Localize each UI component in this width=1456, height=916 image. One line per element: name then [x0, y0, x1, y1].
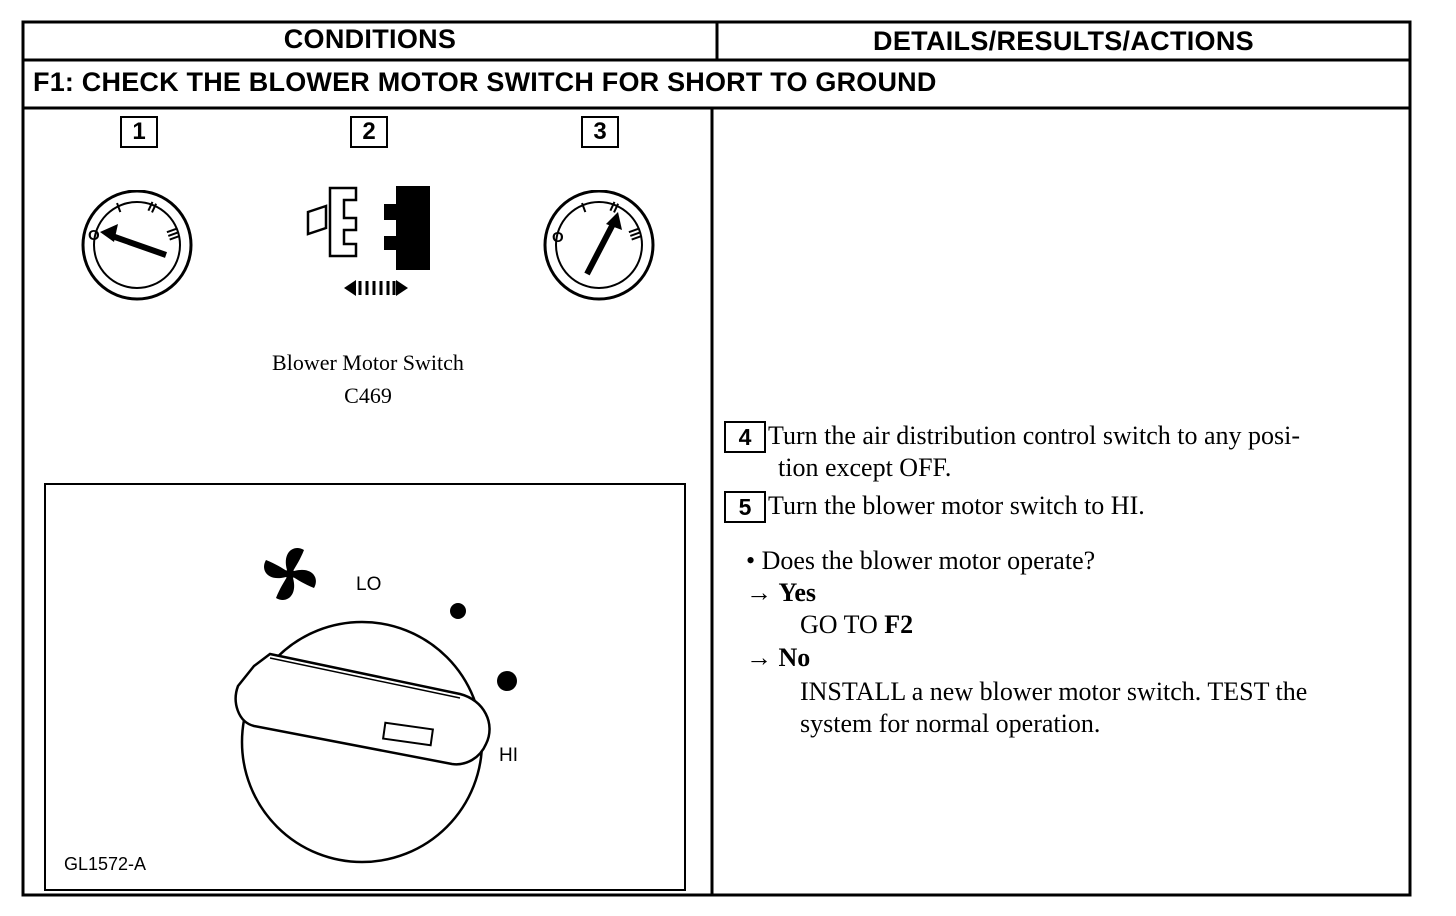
step-4-line-1: Turn the air distribution control switch…	[768, 421, 1300, 450]
yes-branch: → Yes	[746, 577, 816, 609]
no-arrow-icon: →	[746, 643, 772, 672]
yes-action-target: F2	[884, 610, 914, 639]
blower-knob	[234, 620, 491, 864]
step-4-number: 4	[724, 421, 766, 453]
step-4-line-2: tion except OFF.	[778, 453, 952, 482]
knob-hi-label: HI	[499, 745, 518, 766]
dial3-mark-3: III	[625, 226, 644, 242]
speed-dot-large-icon	[497, 671, 517, 691]
column-header-conditions: CONDITIONS	[283, 24, 457, 54]
step-label-1: 1	[120, 116, 158, 148]
knob-lo-label: LO	[356, 574, 381, 595]
no-action: INSTALL a new blower motor switch. TEST …	[800, 676, 1307, 740]
dial1-mark-3: III	[163, 226, 182, 242]
dial1-mark-o: O	[88, 227, 100, 244]
dial3-mark-o: O	[552, 229, 564, 246]
no-action-line-1: INSTALL a new blower motor switch. TEST …	[800, 677, 1308, 706]
speed-dot-small-icon	[450, 603, 466, 619]
yes-arrow-icon: →	[746, 578, 772, 607]
yes-label: Yes	[778, 578, 817, 607]
connector-caption-code: C469	[344, 383, 392, 408]
test-title: F1: CHECK THE BLOWER MOTOR SWITCH FOR SH…	[33, 67, 937, 97]
connector-c469-icon	[306, 186, 430, 296]
illustration-code: GL1572-A	[64, 854, 146, 874]
dial3-mark-1: I	[579, 199, 588, 215]
blower-knob-illustration: LO HI GL1572-A	[44, 483, 686, 891]
connector-caption: Blower Motor Switch C469	[218, 346, 518, 412]
step-label-3: 3	[581, 116, 619, 148]
dial1-mark-1: I	[114, 199, 123, 215]
yes-action-prefix: GO TO	[800, 610, 885, 639]
no-branch: → No	[746, 642, 810, 674]
column-header-details: DETAILS/RESULTS/ACTIONS	[873, 26, 1254, 56]
step-label-2: 2	[350, 116, 388, 148]
no-label: No	[778, 643, 811, 672]
no-action-line-2: system for normal operation.	[800, 709, 1101, 738]
step-4-text: Turn the air distribution control switch…	[768, 420, 1388, 484]
dial-off-position-icon: O I II III	[81, 190, 193, 301]
fan-icon	[264, 548, 316, 600]
question-text: • Does the blower motor operate?	[746, 546, 1096, 575]
step-5-number: 5	[724, 491, 766, 523]
step-5-text: Turn the blower motor switch to HI.	[768, 491, 1145, 520]
yes-action: GO TO F2	[800, 609, 913, 641]
dial-high-position-icon: O I II III	[543, 190, 655, 301]
connector-caption-name: Blower Motor Switch	[272, 350, 464, 375]
